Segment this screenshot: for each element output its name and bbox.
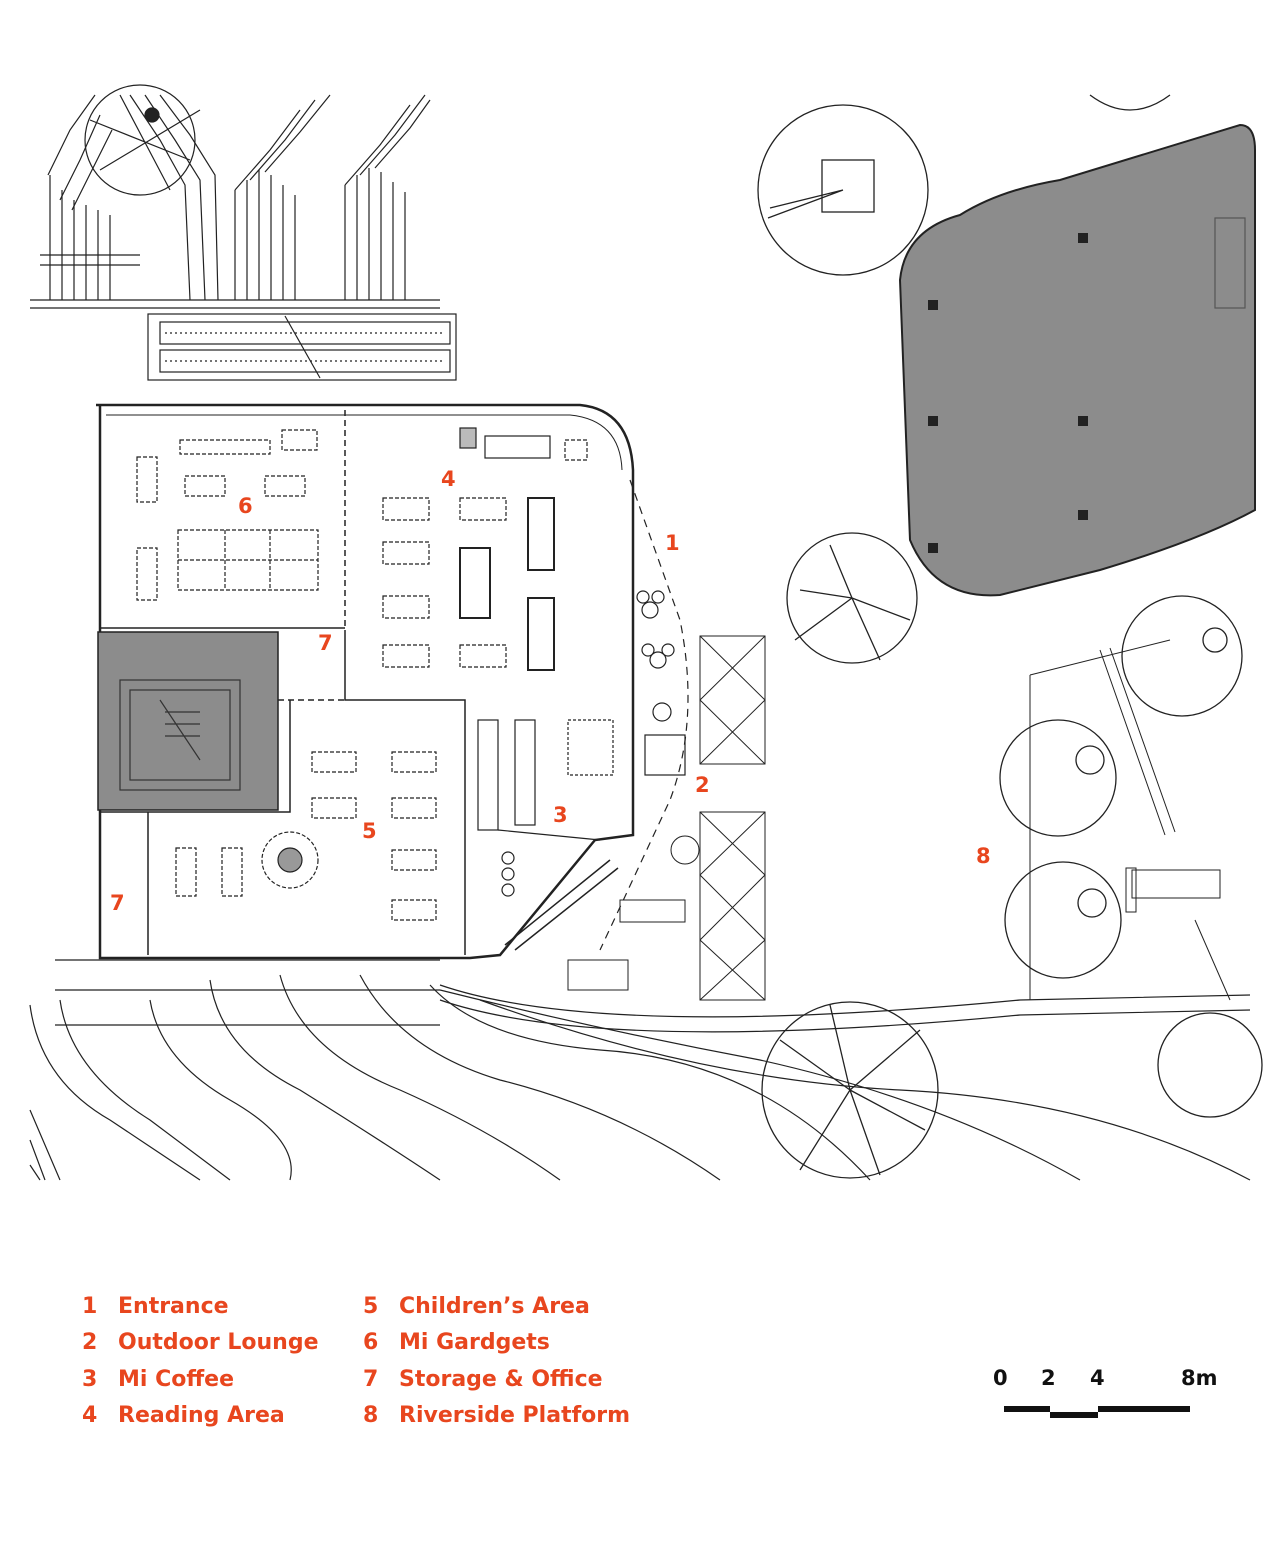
legend-number: 4	[82, 1403, 98, 1429]
entrance-path	[599, 479, 689, 951]
canopy-structure	[30, 84, 440, 309]
legend-text: Storage & Office	[399, 1366, 603, 1392]
tree-icon	[1004, 861, 1122, 979]
area-label: 7	[318, 631, 333, 655]
coffee-bar	[477, 719, 619, 951]
store-outline	[96, 403, 635, 960]
tree-icon	[761, 1001, 939, 1179]
legend-item: 4 Reading Area	[82, 1398, 319, 1435]
legend-column-right: 5 Children’s Area 6 Mi Gardgets 7 Storage &…	[363, 1288, 630, 1434]
legend-number: 1	[82, 1293, 98, 1319]
legend-text: Mi Gardgets	[399, 1330, 550, 1356]
area-label: 5	[362, 819, 377, 843]
stair-core	[97, 631, 279, 811]
legend-number: 8	[363, 1403, 379, 1429]
legend-number: 7	[363, 1366, 379, 1392]
legend-text: Mi Coffee	[118, 1366, 235, 1392]
area-labels: 1 2 3 4 5 6 7 7 8	[110, 467, 991, 915]
legend-number: 5	[363, 1293, 379, 1319]
legend-item: 5 Children’s Area	[363, 1288, 630, 1325]
outdoor-lounge	[567, 635, 766, 1001]
area6-furniture	[136, 429, 319, 601]
area-label: 8	[976, 844, 991, 868]
area-label: 3	[553, 803, 568, 827]
bookshelves	[459, 497, 555, 671]
tree-icon	[757, 104, 929, 276]
legend-item: 2 Outdoor Lounge	[82, 1325, 319, 1362]
trees	[757, 94, 1263, 1179]
adjacent-building	[898, 123, 1256, 597]
terrain-contours	[29, 959, 1251, 1181]
legend-text: Outdoor Lounge	[118, 1330, 319, 1356]
area-label: 2	[695, 773, 710, 797]
area-label: 4	[441, 467, 456, 491]
legend-item: 6 Mi Gardgets	[363, 1325, 630, 1362]
building-columns	[928, 233, 1088, 553]
area4-furniture	[382, 427, 588, 668]
scale-tick-label: 4	[1090, 1366, 1105, 1390]
area5-furniture	[175, 751, 437, 921]
legend-text: Children’s Area	[399, 1293, 590, 1319]
legend-number: 2	[82, 1330, 98, 1356]
legend-text: Reading Area	[118, 1403, 285, 1429]
scale-bar-graphic	[1004, 1406, 1190, 1418]
legend: 1 Entrance 2 Outdoor Lounge 3 Mi Coffee 4 Re…	[82, 1288, 642, 1438]
scale-bar: 0 2 4 8m	[990, 1366, 1230, 1426]
legend-column-left: 1 Entrance 2 Outdoor Lounge 3 Mi Coffee 4 Re…	[82, 1288, 319, 1434]
stair-core-details	[119, 679, 241, 791]
scale-tick-label: 0	[993, 1366, 1008, 1390]
scale-tick-label: 2	[1041, 1366, 1056, 1390]
riverside-platform	[1029, 639, 1231, 1001]
legend-text: Entrance	[118, 1293, 229, 1319]
legend-number: 3	[82, 1366, 98, 1392]
tree-icon	[1157, 1012, 1263, 1118]
partitions	[100, 410, 466, 955]
area-label: 1	[665, 531, 680, 555]
legend-item: 7 Storage & Office	[363, 1361, 630, 1398]
legend-item: 1 Entrance	[82, 1288, 319, 1325]
area-label: 6	[238, 494, 253, 518]
tree-icon	[999, 719, 1117, 837]
legend-number: 6	[363, 1330, 379, 1356]
legend-text: Riverside Platform	[399, 1403, 631, 1429]
legend-item: 3 Mi Coffee	[82, 1361, 319, 1398]
escalators	[147, 313, 457, 381]
legend-item: 8 Riverside Platform	[363, 1398, 630, 1435]
canopy-ribs	[49, 94, 431, 301]
scale-tick-label: 8m	[1181, 1366, 1218, 1390]
area-label: 7	[110, 891, 125, 915]
tree-icon	[1121, 595, 1243, 717]
floor-plan-drawing: 1 2 3 4 5 6 7 7 8	[29, 84, 1263, 1181]
tree-icon	[786, 532, 918, 664]
entrance-tables	[636, 590, 686, 776]
